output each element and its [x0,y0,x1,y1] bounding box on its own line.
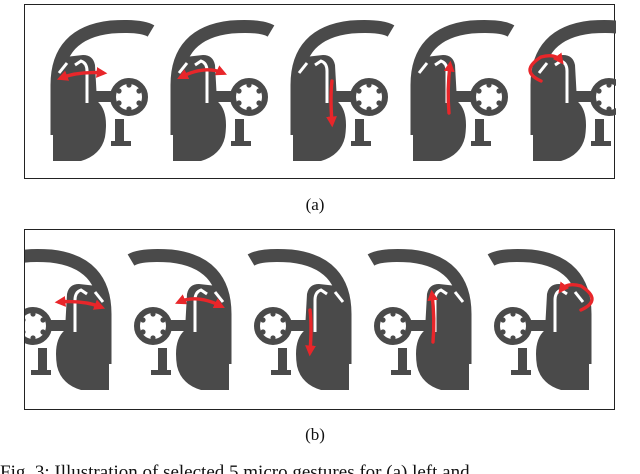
figure-caption: Fig. 3: Illustration of selected 5 micro… [0,460,640,474]
tap-loop-arrow-icon [528,52,564,83]
hand-icon [296,284,349,390]
figure-panel-a [24,4,616,179]
swipe-down-arrow-icon [326,79,337,128]
swipe-up-arrow-icon [443,60,455,115]
gesture-icon-4 [367,249,472,390]
gesture-strip-left-hand [50,20,616,161]
swipe-down-arrow-icon [305,308,316,357]
caption-text: Fig. 3: Illustration of selected 5 micro… [0,462,470,474]
gesture-icon-5 [487,249,594,390]
gesture-icon-1 [50,20,155,161]
swipe-left-arrow-icon [175,294,225,308]
tap-loop-arrow-icon [558,281,594,312]
hand-icon [533,55,586,161]
gesture-icon-2 [127,249,232,390]
gesture-icon-4 [410,20,515,161]
gesture-icon-5 [528,20,616,161]
hand-icon [56,284,109,390]
swipe-right-arrow-icon [54,296,106,310]
hand-icon [293,55,346,161]
subfigure-label-b: (b) [305,425,325,444]
figure-panel-b [24,229,615,410]
gesture-icon-2 [170,20,275,161]
swipe-left-arrow-icon [177,65,227,79]
gesture-icon-1 [25,249,112,390]
hand-icon [536,284,589,390]
subfigure-label-a: (a) [305,195,325,214]
hand-icon [416,284,469,390]
swipe-up-arrow-icon [427,289,439,344]
gesture-icon-3 [247,249,352,390]
hand-icon [53,55,106,161]
gesture-strip-right-hand [25,249,594,390]
gesture-icon-3 [290,20,395,161]
swipe-right-arrow-icon [56,67,108,81]
hand-icon [413,55,466,161]
